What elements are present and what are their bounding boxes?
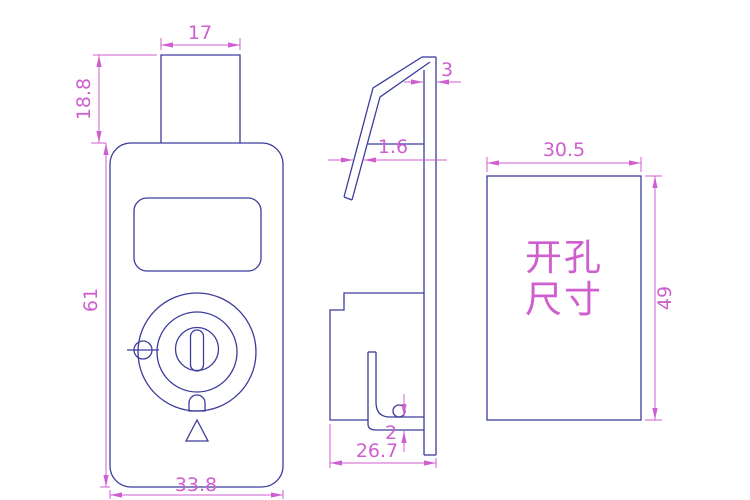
dim-text-tip-width: 3 xyxy=(441,59,453,81)
housing-outline xyxy=(329,292,424,421)
cutout-view: 开孔 尺寸 30.5 49 xyxy=(486,139,676,421)
front-view: 17 18.8 61 33.8 xyxy=(73,22,284,499)
side-view-dimensions: 3 1.6 2 26.7 xyxy=(328,59,461,468)
dim-text-cutout-width: 30.5 xyxy=(543,139,585,161)
lock-face-outer-circle xyxy=(137,292,257,412)
side-view: 3 1.6 2 26.7 xyxy=(328,56,461,468)
latch-arm-tip xyxy=(343,196,353,201)
body-outline xyxy=(109,142,284,488)
latch-arm-outer-edge xyxy=(343,56,423,198)
keyway-slot xyxy=(189,329,205,372)
dim-text-body-depth: 26.7 xyxy=(356,440,398,462)
dim-text-knob-height: 18.8 xyxy=(73,78,95,120)
cam-bar-left-and-lower-lip xyxy=(367,352,424,431)
cutout-rect xyxy=(486,175,642,421)
front-view-outline xyxy=(109,54,284,488)
direction-triangle xyxy=(184,418,210,442)
cutout-label-line2: 尺寸 xyxy=(525,278,603,321)
side-view-outline xyxy=(329,56,437,456)
display-window xyxy=(133,197,262,272)
knob-outline xyxy=(160,54,241,143)
dim-text-knob-width: 17 xyxy=(188,22,212,44)
extension-lines-front xyxy=(91,38,284,499)
latch-arm-inner-edge xyxy=(351,61,431,201)
cutout-label-line1: 开孔 xyxy=(525,236,603,279)
bottom-tab xyxy=(188,394,206,412)
cutout-dimensions: 30.5 49 xyxy=(486,139,676,421)
dim-text-hook-thickness: 2 xyxy=(385,422,397,444)
dim-text-cutout-height: 49 xyxy=(654,286,676,310)
lock-face-inner-circle xyxy=(156,311,238,393)
dim-text-plate-thickness: 1.6 xyxy=(378,136,408,158)
key-cylinder xyxy=(174,326,220,372)
dim-text-body-height: 61 xyxy=(80,288,102,312)
dim-text-body-width: 33.8 xyxy=(175,474,217,496)
cam-bar-right-and-upper-lip xyxy=(375,352,424,418)
hook-rivet-circle xyxy=(392,404,406,418)
cutout-outline xyxy=(486,175,642,421)
front-view-dimensions: 17 18.8 61 33.8 xyxy=(73,22,284,499)
